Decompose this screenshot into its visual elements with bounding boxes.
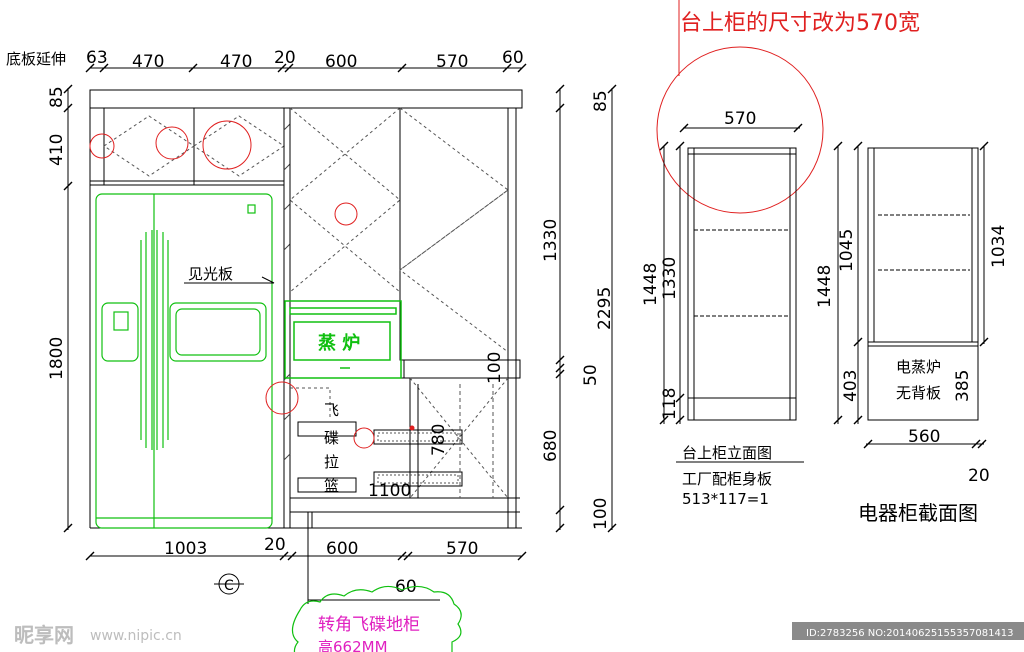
left-dim-410: 410 <box>47 134 67 166</box>
main-elevation <box>89 89 523 529</box>
watermark-url: www.nipic.cn <box>90 628 182 644</box>
section-marker-letter: C <box>224 578 234 594</box>
note-callout <box>656 0 824 214</box>
bottom-dim-570: 570 <box>446 539 478 559</box>
appliance-side-20: 20 <box>968 466 990 486</box>
top-dim-570: 570 <box>436 52 468 72</box>
top-dimension-chain <box>85 63 527 73</box>
upper-cabinet-elevation <box>659 123 803 425</box>
right-dim-1330: 1330 <box>541 219 561 262</box>
top-dim-600: 600 <box>325 52 357 72</box>
appliance-cabinet-title: 电器柜截面图 <box>858 501 978 525</box>
appliance-dim-385: 385 <box>953 370 973 402</box>
basket-label-3: 拉 <box>324 453 339 471</box>
upper-cabinet-title: 台上柜立面图 <box>682 444 772 462</box>
right-dimension-chain <box>555 84 617 533</box>
bottom-dim-600: 600 <box>326 539 358 559</box>
watermark-logo: 昵享网 <box>14 623 74 647</box>
upper-cabinet-width: 570 <box>724 109 756 129</box>
refrigerator <box>95 193 273 529</box>
bottom-dimension-chain <box>85 551 527 561</box>
right-dim-100: 100 <box>591 498 611 530</box>
basket-label-4: 篮 <box>324 477 339 495</box>
upper-dim-118: 118 <box>660 388 680 420</box>
appliance-width-560: 560 <box>908 427 940 447</box>
appliance-dim-1034: 1034 <box>989 225 1009 268</box>
top-dim-20: 20 <box>274 48 296 68</box>
right-dim-85: 85 <box>591 90 611 112</box>
upper-dim-1330: 1330 <box>660 257 680 300</box>
appliance-cabinet-section <box>833 141 989 449</box>
right-dim-680: 680 <box>541 430 561 462</box>
corner-cabinet-height: 高662MM <box>318 638 388 652</box>
light-panel-label: 见光板 <box>188 265 233 283</box>
right-dim-50: 50 <box>581 364 601 386</box>
basket-label-2: 碟 <box>324 429 339 447</box>
inner-dim-1100: 1100 <box>368 481 411 501</box>
corner-leader <box>307 512 440 604</box>
appliance-dim-1448: 1448 <box>815 265 835 308</box>
steamer-note-1: 电蒸炉 <box>896 358 941 376</box>
watermark-id-bar <box>792 622 1024 640</box>
corner-cabinet-label: 转角飞碟地柜 <box>318 615 420 635</box>
appliance-dim-1045: 1045 <box>837 229 857 272</box>
top-dim-60: 60 <box>502 48 524 68</box>
red-markup-circles <box>89 120 415 449</box>
inner-dim-100: 100 <box>485 352 505 384</box>
top-dim-63: 63 <box>86 48 108 68</box>
watermark-id: ID:2783256 NO:20140625155357081413 <box>806 628 1014 639</box>
steamer-note-2: 无背板 <box>896 384 941 402</box>
left-dim-85: 85 <box>47 86 67 108</box>
section-marker <box>214 573 244 595</box>
steamer-label: 蒸 炉 <box>318 332 360 354</box>
corner-cabinet-cloud <box>291 585 462 652</box>
top-dim-470b: 470 <box>220 52 252 72</box>
left-dim-1800: 1800 <box>47 337 67 380</box>
upper-dim-1448: 1448 <box>641 263 661 306</box>
dim-60: 60 <box>395 577 417 597</box>
inner-dim-780: 780 <box>429 424 449 456</box>
steamer-oven <box>284 300 402 379</box>
bottom-dim-1003: 1003 <box>164 539 207 559</box>
light-panel-leader <box>184 276 275 284</box>
upper-cabinet-note2: 513*117=1 <box>682 490 769 508</box>
left-dimension-chain <box>63 84 73 533</box>
top-dim-470a: 470 <box>132 52 164 72</box>
note-change-width: 台上柜的尺寸改为570宽 <box>680 11 920 36</box>
base-extension-label: 底板延伸 <box>6 50 66 68</box>
appliance-dim-403: 403 <box>841 370 861 402</box>
upper-cabinet-note1: 工厂配柜身板 <box>682 470 772 488</box>
basket-label-1: 飞 <box>324 401 339 419</box>
overall-height-2295: 2295 <box>595 287 615 330</box>
bottom-dim-20: 20 <box>264 535 286 555</box>
